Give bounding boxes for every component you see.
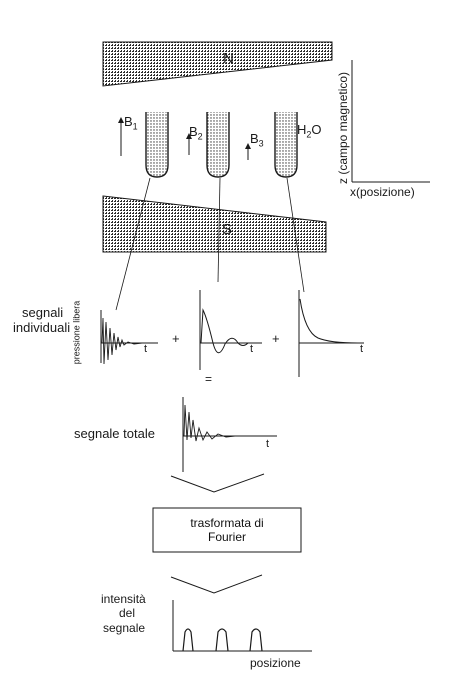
plus-sign-2: + bbox=[272, 331, 280, 346]
signal-trace-2 bbox=[200, 308, 258, 354]
north-pole-label: N bbox=[223, 50, 234, 67]
fourier-box-line2: Fourier bbox=[207, 530, 246, 544]
spectrum-ylabel-line1: intensità bbox=[101, 592, 146, 606]
t-label-plot-1: t bbox=[144, 343, 148, 355]
tube-label-h2o-main: H bbox=[297, 122, 307, 137]
z-axis-label: z (campo magnetico) bbox=[336, 72, 350, 184]
spectrum-peak-3 bbox=[249, 628, 263, 652]
fourier-box bbox=[152, 507, 302, 553]
tube-label-h2o-sub: 2 bbox=[306, 129, 312, 140]
individual-signal-plot-3 bbox=[298, 290, 364, 377]
tube-label-b1-main: B bbox=[124, 114, 133, 129]
fourier-box-text: trasformata di Fourier bbox=[153, 516, 301, 544]
south-magnet bbox=[102, 195, 327, 253]
spectrum-peak-1 bbox=[182, 628, 194, 652]
total-signal-plot bbox=[182, 397, 277, 472]
tube-label-b2-main: B bbox=[189, 124, 198, 139]
tube-label-b1: B1 bbox=[124, 115, 138, 132]
tube-label-h2o: H2O bbox=[297, 123, 322, 140]
connector-line-2 bbox=[217, 177, 221, 283]
test-tube-2 bbox=[206, 112, 230, 178]
arrow-to-fourier bbox=[170, 473, 265, 493]
test-tube-3 bbox=[274, 112, 298, 178]
plus-sign-1: + bbox=[172, 331, 180, 346]
tube-label-b1-sub: 1 bbox=[132, 121, 138, 132]
south-pole-label: S bbox=[222, 221, 233, 238]
t-label-plot-2: t bbox=[250, 343, 254, 355]
tube-label-b3: B3 bbox=[250, 132, 264, 149]
t-label-total: t bbox=[266, 438, 270, 450]
arrow-to-spectrum bbox=[170, 574, 263, 594]
spectrum-ylabel-line3: segnale bbox=[103, 621, 146, 635]
t-label-plot-3: t bbox=[360, 343, 364, 355]
individual-signal-plot-2 bbox=[199, 290, 262, 370]
tube-label-b2: B2 bbox=[189, 125, 203, 142]
tube-label-b3-main: B bbox=[250, 131, 259, 146]
individual-signals-label-line1: segnali bbox=[22, 305, 64, 320]
x-axis-label: x(posizione) bbox=[350, 185, 415, 199]
spectrum-plot bbox=[172, 600, 312, 652]
signal-trace-3 bbox=[299, 298, 359, 344]
tube-label-b2-sub: 2 bbox=[197, 131, 203, 142]
tube-label-b3-sub: 3 bbox=[258, 138, 264, 149]
spectrum-xlabel: posizione bbox=[250, 656, 301, 670]
pressure-axis-label: pressione libera bbox=[71, 300, 82, 365]
test-tube-1 bbox=[145, 112, 169, 178]
individual-signal-plot-1 bbox=[100, 310, 158, 365]
fourier-box-line1: trasformata di bbox=[190, 516, 264, 530]
spectrum-peak-2 bbox=[215, 628, 229, 652]
connector-line-3 bbox=[286, 177, 305, 293]
signal-trace-1 bbox=[101, 317, 150, 365]
total-signal-trace bbox=[183, 404, 250, 442]
tube-label-h2o-suffix: O bbox=[311, 122, 322, 137]
individual-signals-label-line2: individuali bbox=[13, 320, 71, 335]
connector-line-1 bbox=[115, 177, 151, 311]
spectrum-ylabel-line2: del bbox=[119, 606, 136, 620]
total-signal-label: segnale totale bbox=[74, 426, 155, 441]
north-magnet bbox=[102, 41, 333, 87]
equals-sign: = bbox=[205, 372, 213, 386]
